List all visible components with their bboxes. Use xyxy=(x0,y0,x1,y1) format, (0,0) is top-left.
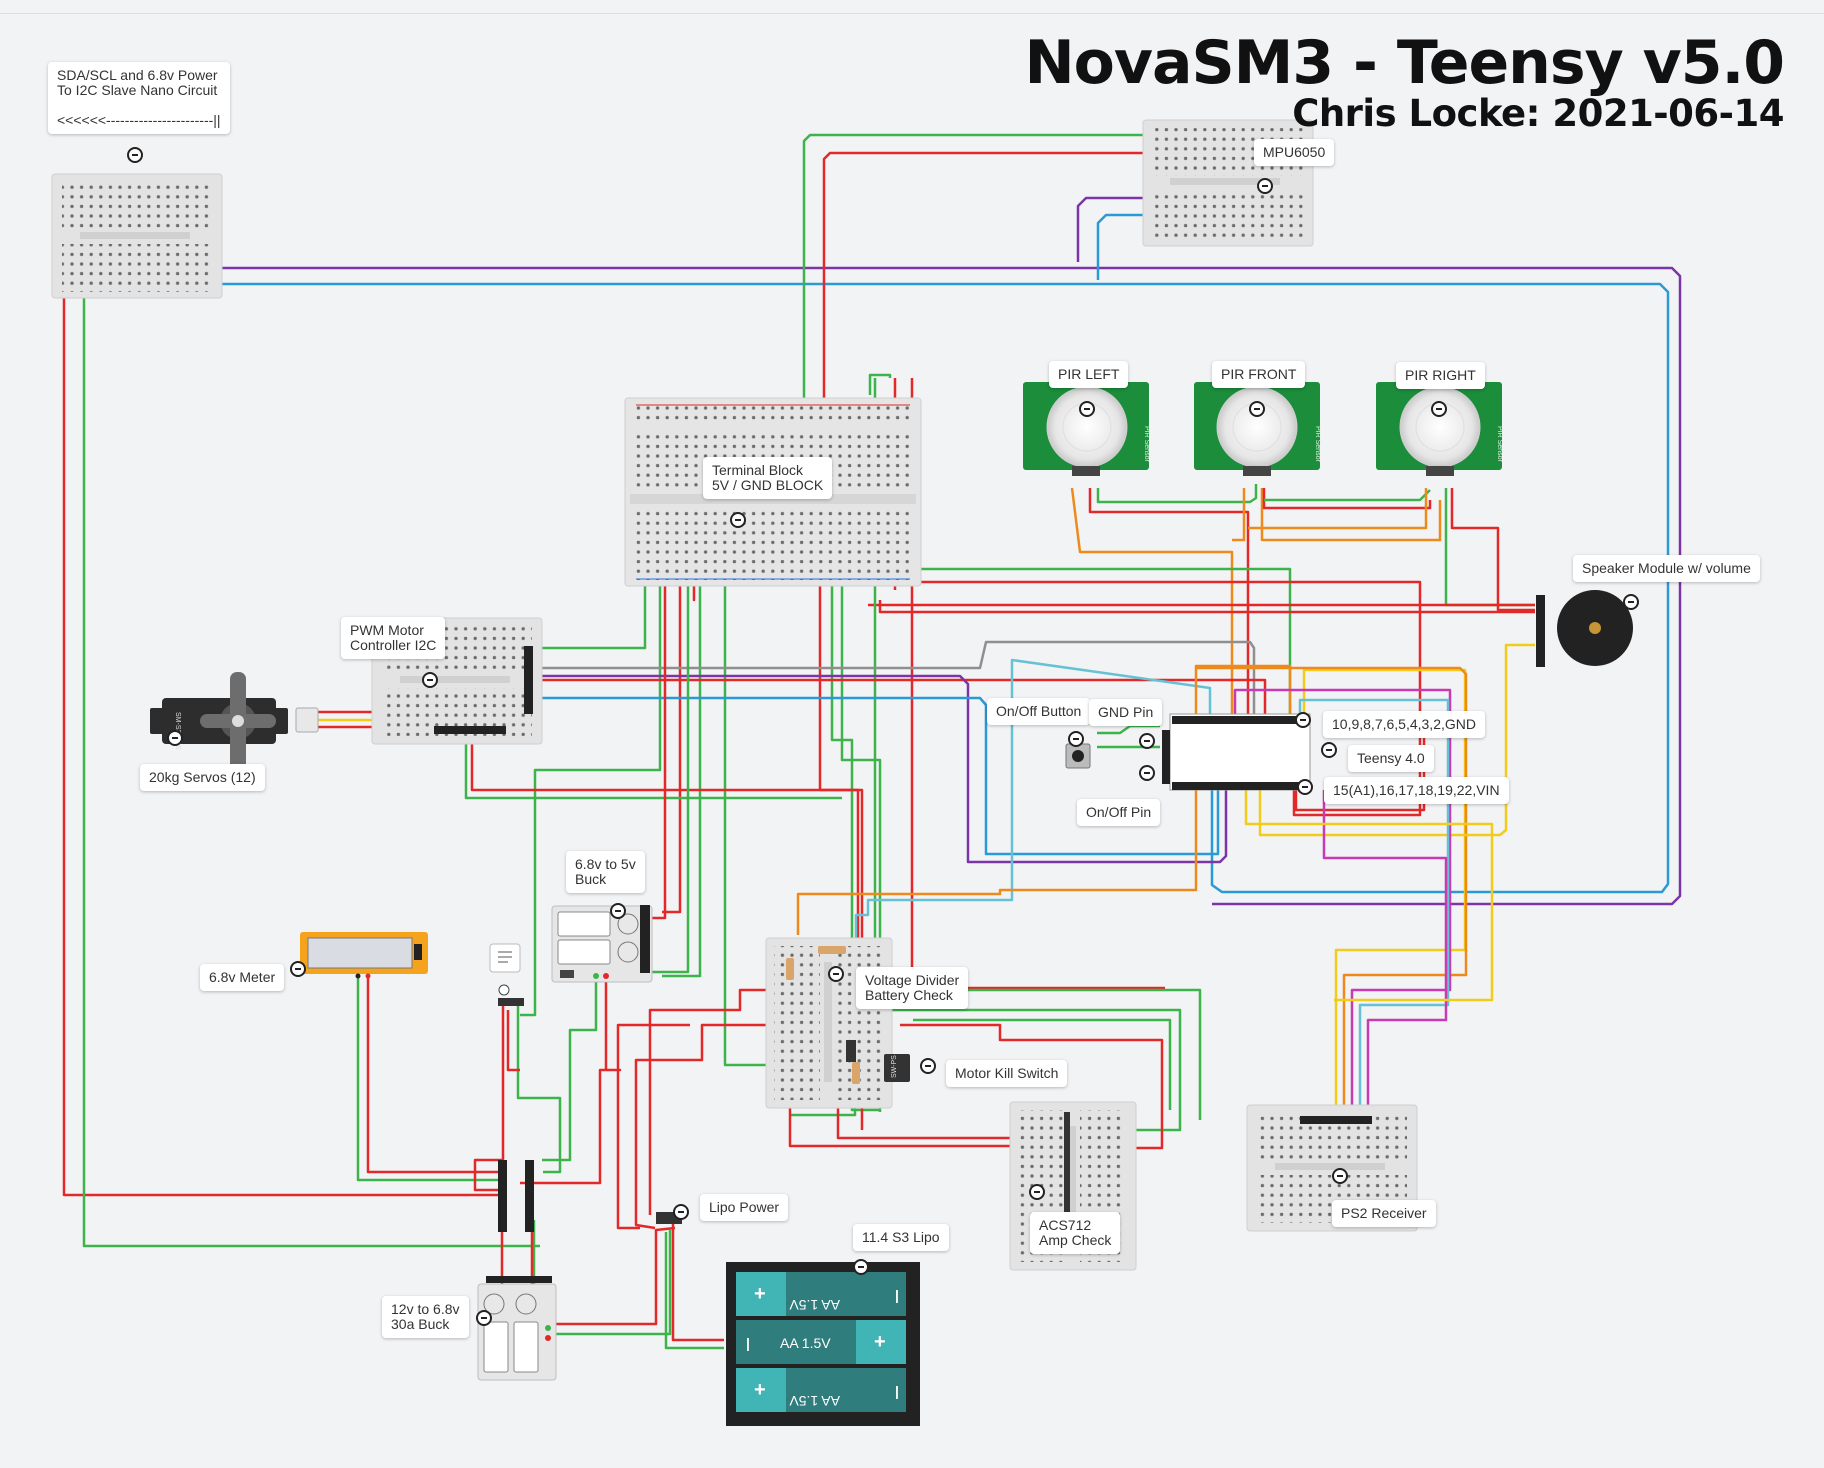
note-toggle-icon[interactable] xyxy=(1079,401,1095,417)
header-pins-left xyxy=(498,1160,507,1232)
note-toggle-icon[interactable] xyxy=(1139,765,1155,781)
note-pwm-controller[interactable]: PWM Motor Controller I2C xyxy=(341,617,446,659)
svg-text:PIR Sensor: PIR Sensor xyxy=(1143,426,1150,462)
note-toggle-icon[interactable] xyxy=(853,1259,869,1275)
battery-cell-3-label: AA 1.5V xyxy=(789,1393,840,1409)
note-speaker-module[interactable]: Speaker Module w/ volume xyxy=(1573,555,1760,582)
svg-text:SW-PS: SW-PS xyxy=(891,1055,898,1078)
note-voltage-divider[interactable]: Voltage Divider Battery Check xyxy=(856,967,969,1009)
battery-labels: + AA 1.5V | | AA 1.5V + + AA 1.5V | xyxy=(746,1283,899,1409)
wire-green-slave-gnd xyxy=(82,290,540,1248)
note-ps2[interactable]: PS2 Receiver xyxy=(1332,1200,1436,1227)
note-toggle-icon[interactable] xyxy=(1623,594,1639,610)
note-toggle-icon[interactable] xyxy=(920,1058,936,1074)
battery-cell-3-minus: | xyxy=(895,1383,899,1399)
note-lipo[interactable]: 11.4 S3 Lipo xyxy=(853,1224,949,1251)
diagram-title: NovaSM3 - Teensy v5.0 xyxy=(1024,28,1785,98)
note-pir-left[interactable]: PIR LEFT xyxy=(1049,361,1129,388)
header-pins-right xyxy=(525,1160,534,1232)
note-toggle-icon[interactable] xyxy=(1139,733,1155,749)
battery-pack[interactable] xyxy=(726,1262,920,1426)
note-kill-switch[interactable]: Motor Kill Switch xyxy=(946,1060,1068,1087)
note-toggle-icon[interactable] xyxy=(1249,401,1265,417)
note-onoff-pin[interactable]: On/Off Pin xyxy=(1077,799,1161,826)
motor-kill-switch[interactable]: SW-PS xyxy=(884,1054,910,1082)
wire-layer xyxy=(62,133,1682,1350)
battery-cell-2-plus: + xyxy=(874,1331,886,1353)
teensy-4-0[interactable] xyxy=(1162,713,1311,791)
note-buck-30a[interactable]: 12v to 6.8v 30a Buck xyxy=(382,1296,469,1338)
note-toggle-icon[interactable] xyxy=(1295,712,1311,728)
note-toggle-icon[interactable] xyxy=(1029,1184,1045,1200)
breadboard-ps2[interactable] xyxy=(1246,1104,1418,1232)
svg-text:PIR Sensor: PIR Sensor xyxy=(1496,426,1503,462)
wire-red-slave-power xyxy=(62,290,500,1197)
note-servos[interactable]: 20kg Servos (12) xyxy=(140,764,265,791)
note-toggle-icon[interactable] xyxy=(1257,178,1273,194)
servo[interactable]: SM-S2309S xyxy=(150,672,319,770)
note-acs712[interactable]: ACS712 Amp Check xyxy=(1030,1212,1121,1254)
note-teensy-pins-bottom[interactable]: 15(A1),16,17,18,19,22,VIN xyxy=(1324,777,1509,804)
note-toggle-icon[interactable] xyxy=(476,1310,492,1326)
svg-text:PIR Sensor: PIR Sensor xyxy=(1314,426,1321,462)
note-lipo-power[interactable]: Lipo Power xyxy=(700,1194,789,1221)
battery-cell-3-plus: + xyxy=(754,1379,766,1401)
note-toggle-icon[interactable] xyxy=(1431,401,1447,417)
wire-blue-mpu xyxy=(1096,213,1150,280)
small-switch-sensor[interactable] xyxy=(489,943,524,1006)
buck-6v8-to-5v[interactable] xyxy=(551,905,653,983)
breadboard-voltage-divider[interactable] xyxy=(765,937,893,1109)
note-toggle-icon[interactable] xyxy=(828,966,844,982)
note-pir-right[interactable]: PIR RIGHT xyxy=(1396,362,1485,389)
speaker-module[interactable] xyxy=(1536,590,1633,667)
note-terminal-block[interactable]: Terminal Block 5V / GND BLOCK xyxy=(703,457,833,499)
note-toggle-icon[interactable] xyxy=(422,672,438,688)
battery-cell-2-label: AA 1.5V xyxy=(780,1335,831,1351)
pir-sensor-right[interactable]: PIR Sensor xyxy=(1376,382,1503,476)
battery-cell-2-minus: | xyxy=(746,1335,750,1351)
canvas-top-border xyxy=(0,13,1824,14)
note-toggle-icon[interactable] xyxy=(1321,742,1337,758)
wire-purple-mpu xyxy=(1076,196,1145,262)
note-toggle-icon[interactable] xyxy=(610,903,626,919)
note-toggle-icon[interactable] xyxy=(1297,779,1313,795)
pir-sensor-front[interactable]: PIR Sensor xyxy=(1194,382,1321,476)
battery-cell-1-plus: + xyxy=(754,1283,766,1305)
diagram-subtitle: Chris Locke: 2021-06-14 xyxy=(1292,92,1784,135)
note-meter[interactable]: 6.8v Meter xyxy=(200,964,285,991)
battery-cell-1-label: AA 1.5V xyxy=(789,1297,840,1313)
voltage-meter[interactable] xyxy=(300,932,428,979)
wire-green-mpu xyxy=(802,133,1150,412)
note-mpu6050[interactable]: MPU6050 xyxy=(1254,139,1335,166)
wire-blue-i2c-scl xyxy=(200,282,1670,894)
note-toggle-icon[interactable] xyxy=(1332,1168,1348,1184)
note-toggle-icon[interactable] xyxy=(1068,731,1084,747)
note-onoff-button[interactable]: On/Off Button xyxy=(987,698,1091,725)
note-toggle-icon[interactable] xyxy=(167,730,183,746)
note-toggle-icon[interactable] xyxy=(673,1204,689,1220)
pir-sensor-left[interactable]: PIR Sensor xyxy=(1023,382,1150,476)
note-buck-5v[interactable]: 6.8v to 5v Buck xyxy=(566,851,645,893)
note-toggle-icon[interactable] xyxy=(730,512,746,528)
note-toggle-icon[interactable] xyxy=(290,961,306,977)
note-toggle-icon[interactable] xyxy=(127,147,143,163)
note-i2c-slave[interactable]: SDA/SCL and 6.8v Power To I2C Slave Nano… xyxy=(48,62,230,134)
wire-red-mpu xyxy=(822,151,1150,412)
note-teensy-pins-top[interactable]: 10,9,8,7,6,5,4,3,2,GND xyxy=(1323,711,1485,738)
note-gnd-pin[interactable]: GND Pin xyxy=(1089,699,1163,726)
breadboard-i2c-slave[interactable] xyxy=(51,173,223,299)
buck-12v-to-6v8-30a[interactable] xyxy=(477,1276,557,1381)
wire-purple-i2c-sda xyxy=(200,266,1682,906)
note-pir-front[interactable]: PIR FRONT xyxy=(1212,361,1306,388)
battery-cell-1-minus: | xyxy=(895,1287,899,1303)
onoff-button[interactable] xyxy=(1065,743,1091,769)
note-teensy[interactable]: Teensy 4.0 xyxy=(1348,745,1434,772)
